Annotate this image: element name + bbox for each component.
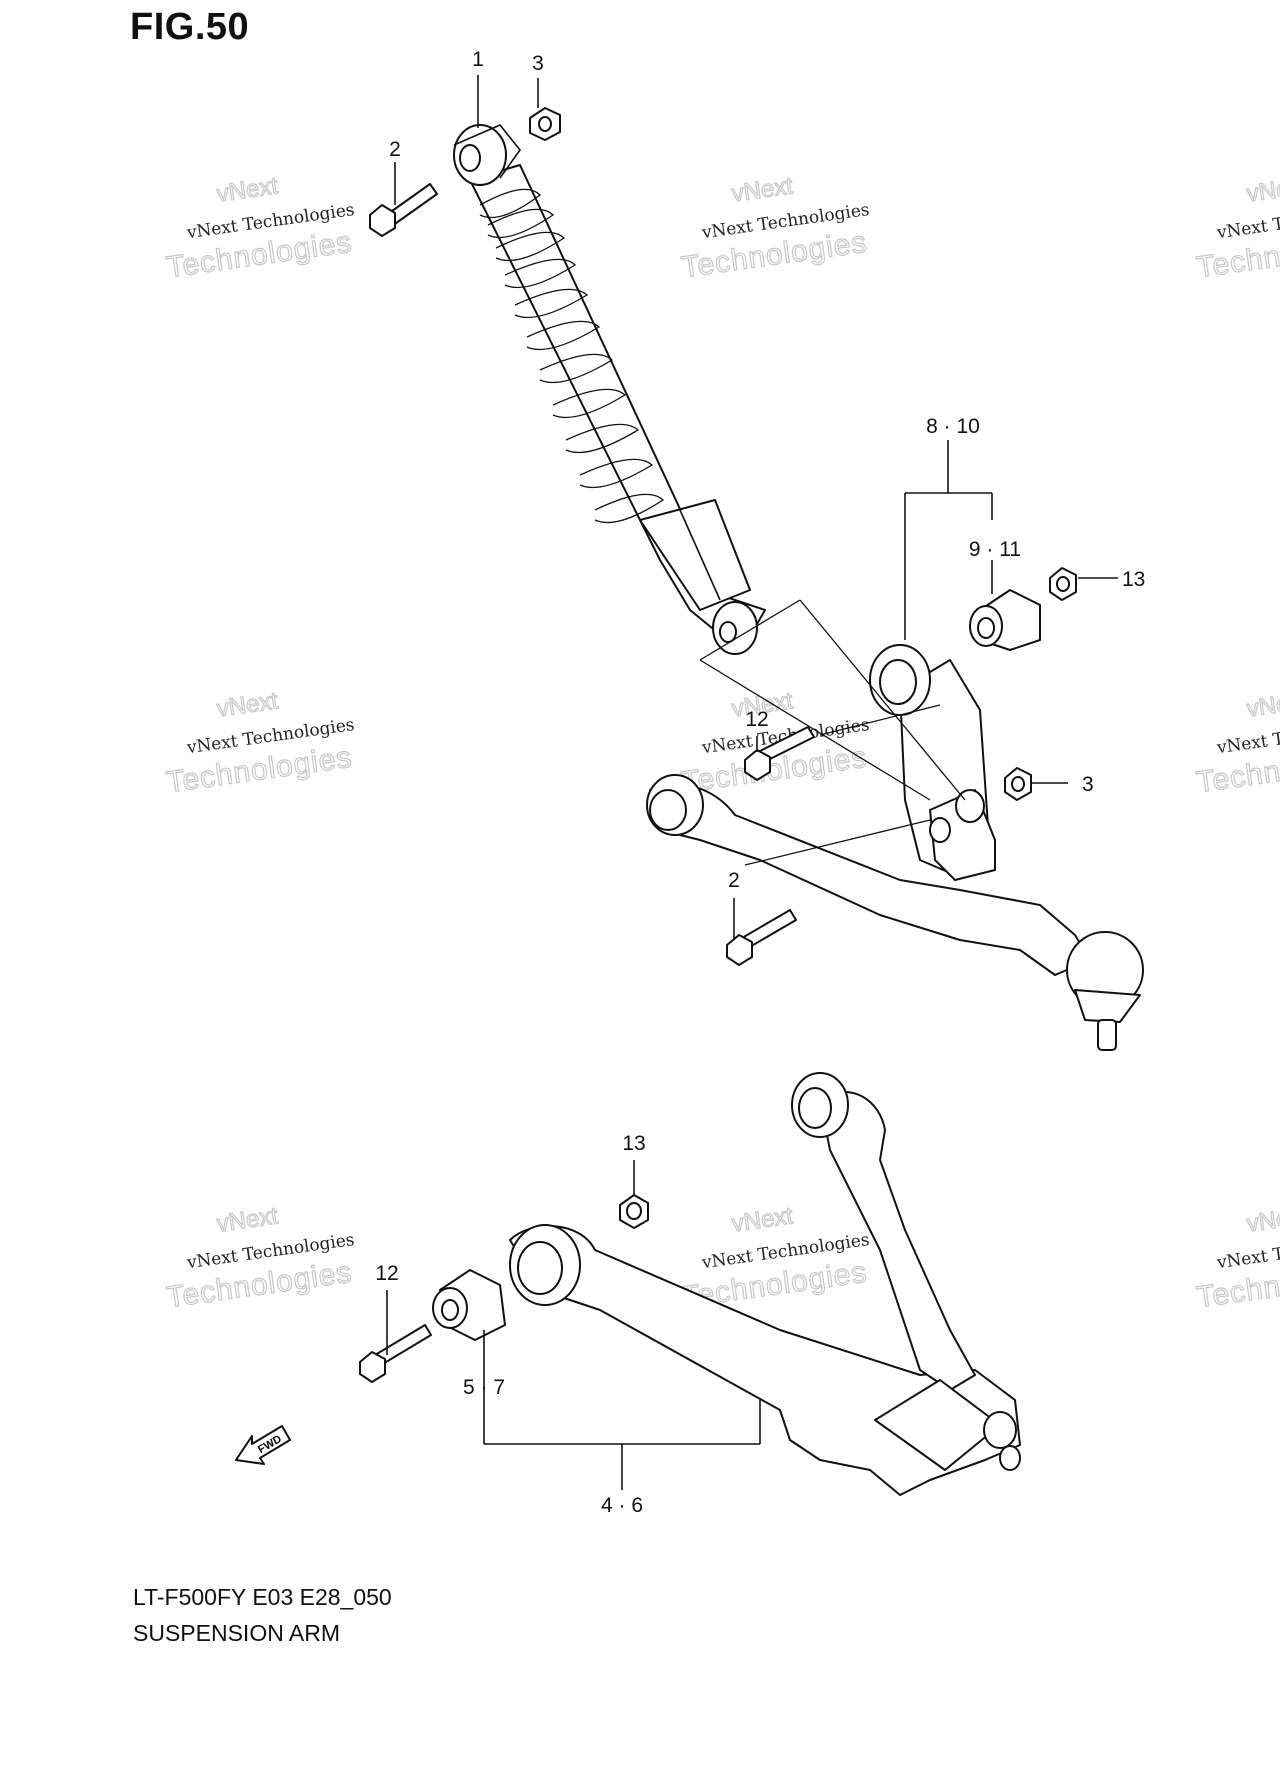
callout-label: 1	[472, 48, 484, 71]
watermark-text: vNext Technologies	[1215, 715, 1280, 758]
callout-label: 3	[1082, 773, 1094, 796]
callout-label: 12	[745, 708, 768, 731]
lower-suspension-arm[interactable]	[509, 1072, 1021, 1496]
watermark-text: vNext	[1245, 687, 1280, 722]
shock-absorber[interactable]	[453, 124, 766, 655]
callout-label: 2	[389, 138, 401, 161]
watermark-text: vNext	[215, 1202, 280, 1237]
flange-nut[interactable]	[529, 107, 561, 141]
watermark-text: vNext	[1245, 1202, 1280, 1237]
callout-label: 13	[1122, 568, 1145, 591]
diagram-caption: SUSPENSION ARM	[133, 1620, 341, 1646]
figure-title: FIG.50	[130, 6, 250, 48]
bushing[interactable]	[969, 589, 1041, 651]
bolt[interactable]	[726, 909, 797, 966]
watermark-text: vNext Technologies	[1215, 1230, 1280, 1273]
callout-label: 12	[375, 1262, 398, 1285]
watermark-group: vNext vNext Technologies Technologies vN…	[164, 172, 1280, 1315]
callout-label: 8 · 10	[926, 415, 980, 438]
watermark-text: vNext	[730, 172, 795, 207]
callout-label: 4 · 6	[601, 1494, 643, 1517]
watermark-text: vNext	[730, 1202, 795, 1237]
watermark-text: vNext	[1245, 172, 1280, 207]
watermark-text: vNext	[215, 172, 280, 207]
callout-label: 9 · 11	[969, 538, 1021, 561]
callout-label: 3	[532, 52, 544, 75]
watermark-text: vNext Technologies	[1215, 200, 1280, 243]
fwd-arrow-icon: FWD	[235, 1425, 291, 1465]
bolt[interactable]	[359, 1324, 432, 1383]
flange-nut[interactable]	[1004, 767, 1032, 801]
bolt[interactable]	[744, 726, 815, 781]
callout-label: 5 · 7	[463, 1376, 505, 1399]
flange-nut[interactable]	[1049, 567, 1077, 601]
bolt[interactable]	[369, 183, 438, 237]
callout-label: 13	[622, 1132, 645, 1155]
bushing[interactable]	[432, 1269, 506, 1341]
upper-suspension-arm[interactable]	[646, 644, 1144, 1051]
flange-nut[interactable]	[619, 1194, 649, 1229]
watermark-text: vNext	[215, 687, 280, 722]
leader-lines	[386, 75, 1118, 1490]
callout-label: 2	[728, 869, 740, 892]
model-code: LT-F500FY E03 E28_050	[133, 1584, 392, 1610]
